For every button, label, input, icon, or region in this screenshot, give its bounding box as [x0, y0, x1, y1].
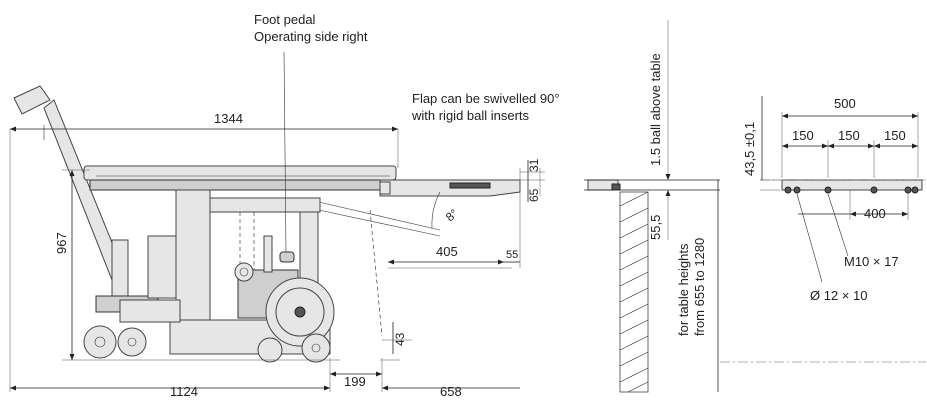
- label-m10: M10 × 17: [844, 254, 899, 269]
- side-view-labels: Foot pedal Operating side right Flap can…: [54, 12, 560, 399]
- label-dia12: Ø 12 × 10: [810, 288, 867, 303]
- push-handle: [13, 85, 159, 313]
- table-heights-label-2: from 655 to 1280: [692, 238, 707, 336]
- flap-label-2: with rigid ball inserts: [411, 108, 530, 123]
- pressure-gauge: [234, 262, 254, 282]
- dim-43-5: 43,5 ±0,1: [742, 122, 757, 176]
- dim-658: 658: [440, 384, 462, 399]
- section-view: 1.5 ball above table 55,5 for table heig…: [584, 20, 926, 393]
- dim-405: 405: [436, 244, 458, 259]
- dim-150-b: 150: [838, 128, 860, 143]
- ball-above-table-label: 1.5 ball above table: [648, 53, 663, 166]
- foot-pedal: [279, 51, 295, 263]
- foot-pedal-label-1: Foot pedal: [254, 12, 316, 27]
- dim-967: 967: [54, 232, 69, 254]
- rail-detail-view: 500 150 150 150 43,5 ±0,1 400 M10 × 17 Ø…: [742, 96, 926, 303]
- dim-400: 400: [864, 206, 886, 221]
- dim-150-c: 150: [884, 128, 906, 143]
- table-side-view: [9, 51, 541, 392]
- dim-199: 199: [344, 374, 366, 389]
- dim-43: 43: [393, 332, 407, 346]
- dim-31: 31: [527, 158, 541, 172]
- dim-1124: 1124: [170, 384, 198, 399]
- hatched-support: [619, 191, 649, 393]
- dim-1344: 1344: [214, 111, 243, 126]
- angle-8: 8°: [443, 206, 461, 224]
- dim-65: 65: [527, 188, 541, 202]
- dim-150-a: 150: [792, 128, 814, 143]
- castor-wheels: [83, 277, 335, 363]
- foot-pedal-label-2: Operating side right: [254, 29, 368, 44]
- dim-55-5: 55,5: [648, 215, 663, 240]
- dim-500: 500: [834, 96, 856, 111]
- flap-label-1: Flap can be swivelled 90°: [412, 91, 560, 106]
- table-flap: [299, 179, 521, 237]
- dimension-lines-side: [10, 126, 545, 391]
- table-top: [83, 165, 397, 191]
- table-heights-label-1: for table heights: [676, 243, 691, 336]
- dim-55: 55: [506, 249, 518, 261]
